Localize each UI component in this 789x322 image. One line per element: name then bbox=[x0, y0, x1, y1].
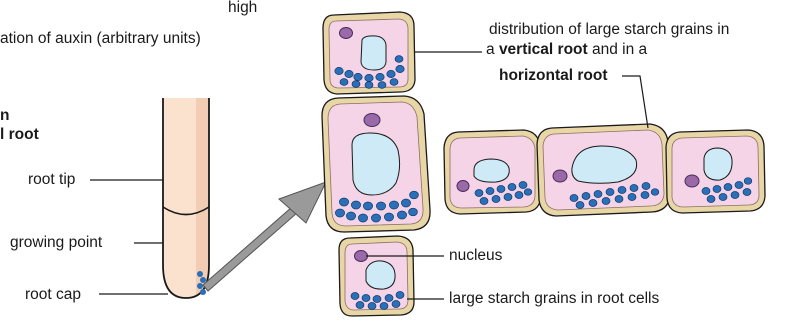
distribution-prefix: a bbox=[486, 41, 499, 58]
vacuole bbox=[361, 36, 386, 70]
nucleus bbox=[340, 28, 353, 39]
vacuole bbox=[352, 133, 400, 195]
starch-grains-label: large starch grains in root cells bbox=[449, 289, 659, 308]
partial-heading-line1: n bbox=[0, 106, 9, 125]
vacuole bbox=[366, 261, 395, 289]
nucleus bbox=[355, 251, 368, 262]
nucleus bbox=[457, 181, 469, 192]
vertical-cell-bottom bbox=[339, 236, 414, 316]
distribution-line1: distribution of large starch grains in bbox=[489, 20, 729, 39]
nucleus-label: nucleus bbox=[449, 246, 502, 265]
vacuole bbox=[474, 159, 509, 182]
horizontal-cell-right bbox=[666, 130, 765, 213]
vertical-root-term: vertical root bbox=[499, 41, 588, 58]
high-label: high bbox=[228, 0, 257, 17]
distribution-mid: and in a bbox=[588, 41, 647, 58]
horizontal-cell-middle bbox=[537, 124, 670, 216]
nucleus bbox=[553, 170, 567, 182]
root-cap-label: root cap bbox=[25, 285, 81, 304]
horizontal-cell-left bbox=[444, 130, 541, 214]
nucleus bbox=[685, 175, 699, 187]
horizontal-root-term: horizontal root bbox=[499, 66, 608, 85]
partial-heading-line2: l root bbox=[0, 125, 39, 144]
vertical-cell-top bbox=[323, 12, 415, 94]
distribution-line2: a vertical root and in a bbox=[486, 40, 647, 59]
vacuole bbox=[572, 146, 637, 183]
root-outline bbox=[163, 98, 209, 298]
grey-arrow-icon bbox=[203, 182, 326, 291]
horizontal-root-leader bbox=[622, 76, 648, 128]
auxin-axis-label: ation of auxin (arbitrary units) bbox=[0, 29, 201, 48]
root-tip-label: root tip bbox=[28, 170, 75, 189]
nucleus bbox=[364, 114, 380, 127]
vertical-cell-middle bbox=[322, 96, 430, 232]
growing-point-label: growing point bbox=[10, 233, 102, 252]
vacuole bbox=[704, 148, 732, 180]
